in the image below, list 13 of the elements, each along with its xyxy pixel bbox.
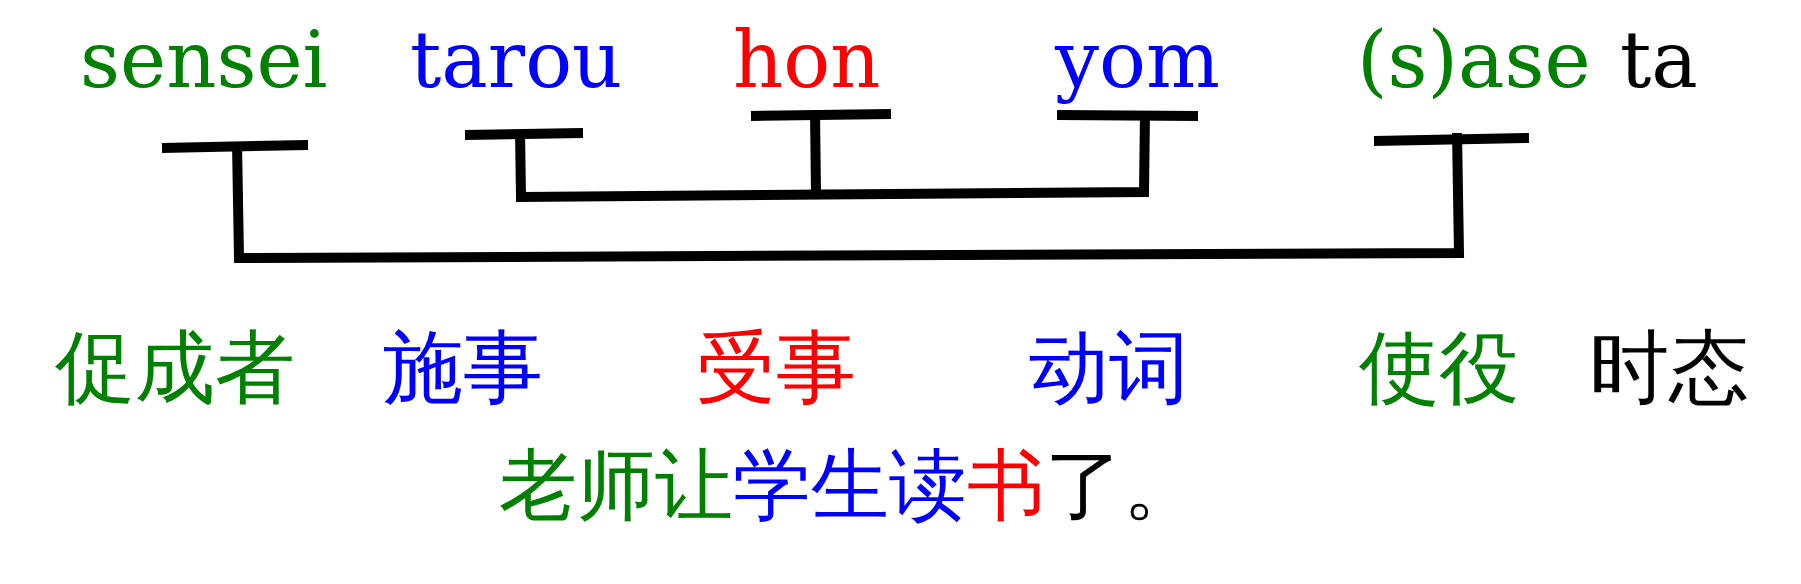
romanized-word: sensei	[80, 14, 328, 107]
romanized-word: yom	[1055, 14, 1220, 107]
role-label: 时态	[1589, 328, 1749, 408]
role-label: 促成者	[55, 328, 295, 408]
example-sentence: 老师让学生读书了。	[499, 446, 1201, 524]
role-label: 受事	[696, 328, 856, 408]
romanized-word: tarou	[410, 14, 623, 107]
role-label: 施事	[383, 328, 543, 408]
romanized-word: (s)ase	[1357, 14, 1591, 107]
role-label: 动词	[1029, 328, 1189, 408]
role-label: 使役	[1359, 328, 1519, 408]
romanized-word: ta	[1620, 14, 1698, 107]
romanized-word: hon	[733, 14, 881, 107]
